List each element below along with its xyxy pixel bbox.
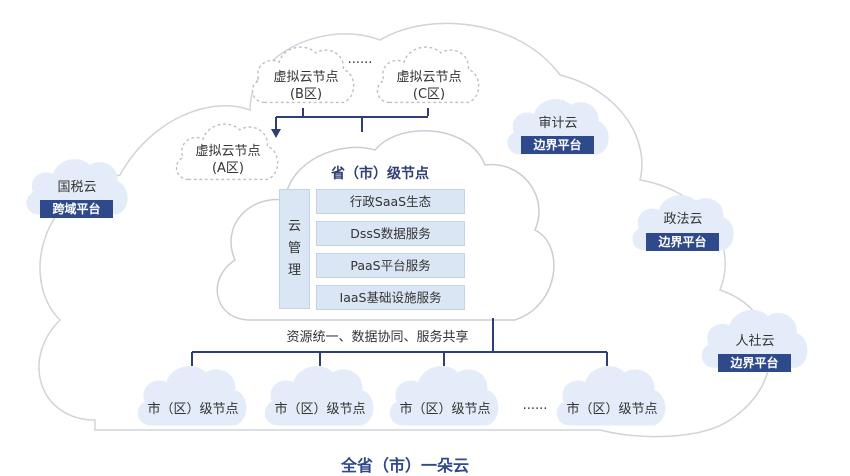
layer-dsss: DssS数据服务 bbox=[316, 221, 465, 246]
top-connectors bbox=[275, 108, 429, 132]
city-ellipsis: ...... bbox=[522, 398, 548, 413]
virtual-node-a-label: 虚拟云节点 bbox=[195, 144, 261, 159]
virtual-node-b-zone: (B区) bbox=[289, 87, 323, 102]
edge-cloud-guoshui-badge: 跨域平台 bbox=[40, 200, 113, 218]
virtual-node-c-zone: (C区) bbox=[412, 87, 446, 102]
city-node-2: 市（区）级节点 bbox=[274, 402, 366, 417]
edge-cloud-guoshui-name: 国税云 bbox=[57, 180, 97, 195]
edge-cloud-zhengfa-name: 政法云 bbox=[663, 212, 703, 227]
bus-label: 资源统一、数据协同、服务共享 bbox=[286, 330, 469, 345]
bottom-bus bbox=[191, 318, 608, 366]
edge-cloud-renshe-name: 人社云 bbox=[735, 334, 775, 349]
layer-iaas: IaaS基础设施服务 bbox=[316, 285, 465, 310]
virtual-node-c-label: 虚拟云节点 bbox=[396, 70, 462, 85]
management-char-3: 理 bbox=[287, 263, 301, 278]
footer-title: 全省（市）一朵云 bbox=[340, 456, 469, 475]
virtual-node-b-label: 虚拟云节点 bbox=[273, 70, 339, 85]
edge-cloud-shenji-badge: 边界平台 bbox=[521, 136, 594, 154]
virtual-node-a-zone: (A区) bbox=[211, 161, 245, 176]
edge-cloud-zhengfa-badge: 边界平台 bbox=[646, 233, 719, 251]
arrow-to-zone-a-icon bbox=[271, 129, 281, 138]
edge-cloud-renshe-badge: 边界平台 bbox=[718, 354, 791, 372]
cloud-management-column: 云 管 理 bbox=[279, 189, 310, 309]
edge-cloud-shenji-name: 审计云 bbox=[538, 116, 578, 131]
management-char-2: 管 bbox=[287, 241, 301, 256]
layer-saas: 行政SaaS生态 bbox=[316, 189, 465, 214]
city-node-3: 市（区）级节点 bbox=[399, 402, 491, 417]
layer-paas: PaaS平台服务 bbox=[316, 253, 465, 278]
management-char-1: 云 bbox=[287, 219, 301, 234]
city-node-1: 市（区）级节点 bbox=[147, 402, 239, 417]
province-title: 省（市）级节点 bbox=[331, 166, 429, 182]
virtual-ellipsis: ...... bbox=[347, 52, 373, 67]
city-node-4: 市（区）级节点 bbox=[566, 402, 658, 417]
